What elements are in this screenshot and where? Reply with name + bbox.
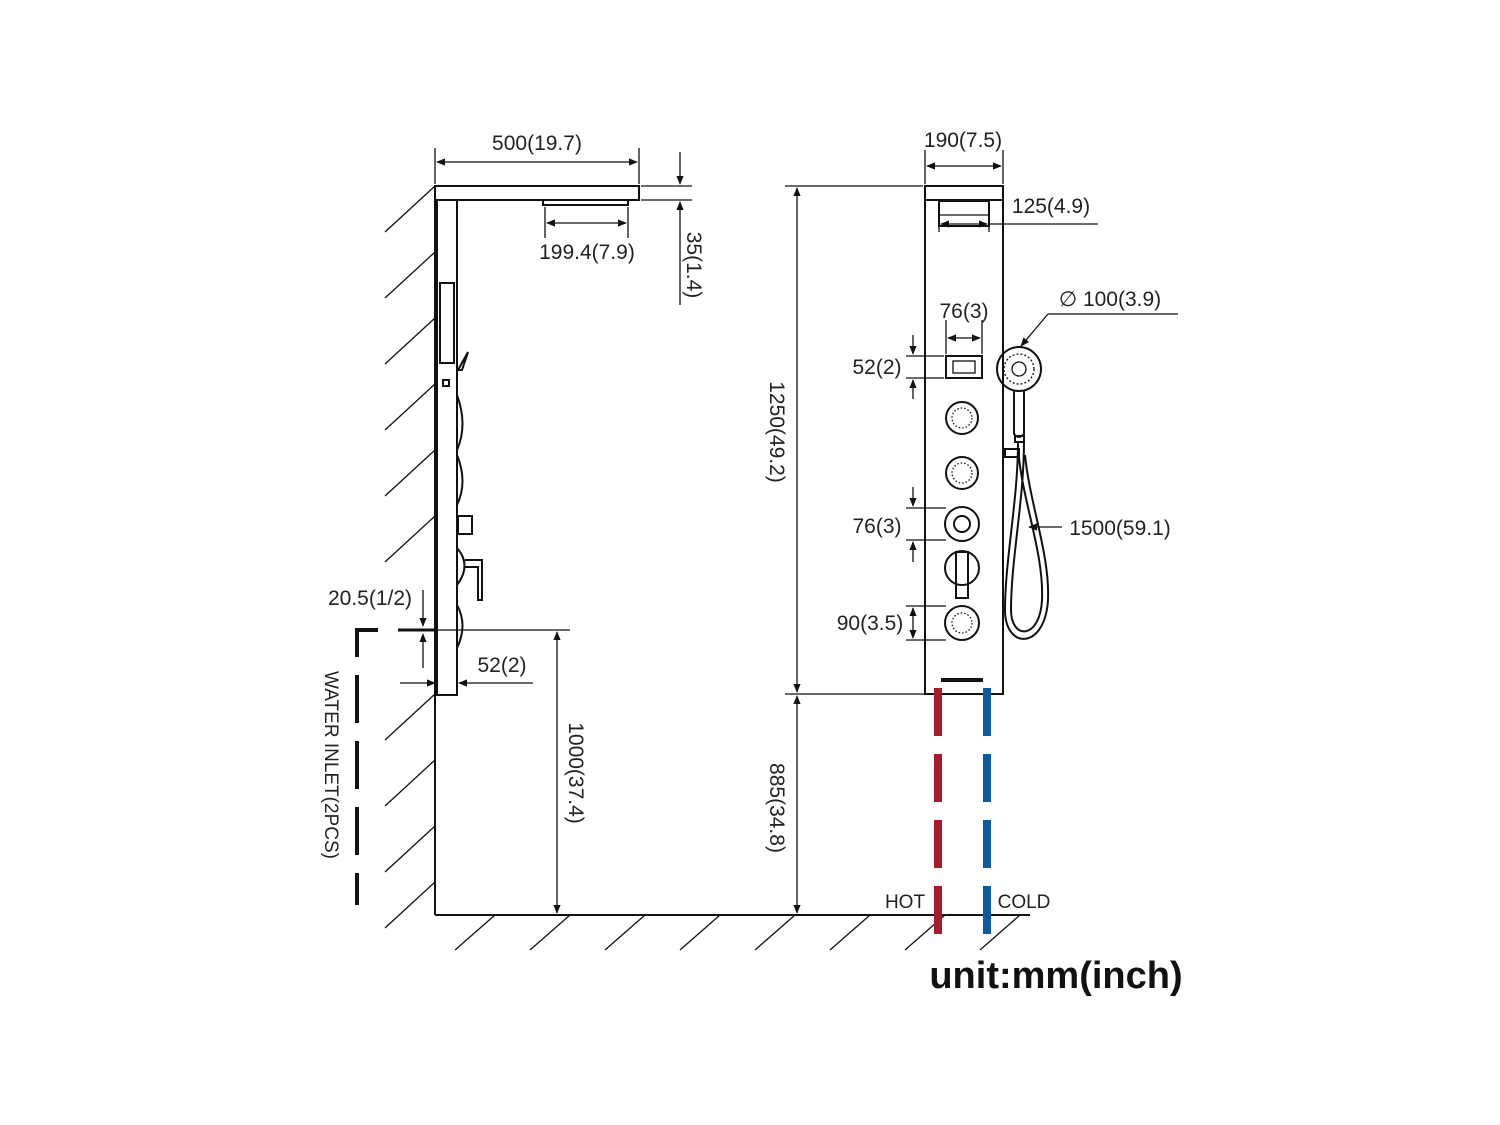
dim-handshower-diameter: ∅ 100(3.9) (1059, 288, 1161, 311)
hot-label: HOT (885, 892, 926, 913)
body-jet (945, 456, 979, 490)
wall-hatching (384, 185, 436, 929)
side-handshower (456, 351, 469, 371)
side-panel-body (436, 199, 458, 696)
dim-display-width: 76(3) (939, 300, 988, 323)
side-knob (457, 515, 473, 535)
dim-panel-height: 1250(49.2) (765, 381, 788, 483)
side-view: 500(19.7) 199.4(7.9) 35(1.4) 20.5(1/2) 5… (320, 132, 1030, 951)
front-panel-body (924, 185, 1004, 695)
dim-height-from-floor: 1000(37.4) (564, 722, 587, 824)
cold-label: COLD (998, 892, 1051, 913)
body-jet (945, 401, 979, 435)
side-display (439, 282, 455, 364)
dim-mount-height: 885(34.8) (765, 763, 788, 853)
dim-head-width: 199.4(7.9) (539, 241, 635, 264)
unit-note: unit:mm(inch) (929, 955, 1182, 997)
dim-display-height: 52(2) (852, 356, 901, 379)
side-button (442, 379, 450, 387)
bottom-outlet (941, 678, 983, 682)
rain-head-side (542, 200, 629, 206)
dim-head-thickness: 35(1.4) (682, 232, 705, 299)
front-view: 190(7.5) 125(4.9) 76(3) 52(2) 76(3) 90(3… (765, 129, 1178, 940)
side-top-arm (434, 185, 640, 201)
body-jet (944, 605, 980, 641)
water-inlet-label: WATER INLET(2PCS) (320, 671, 341, 859)
dim-panel-width: 190(7.5) (924, 129, 1002, 152)
dim-top-width: 500(19.7) (492, 132, 582, 155)
dim-rain-head-width: 125(4.9) (1012, 195, 1090, 218)
diverter-knob (944, 506, 980, 542)
shower-hose (1003, 441, 1050, 640)
side-jets (456, 394, 464, 506)
front-display (945, 355, 983, 379)
dim-inlet-offset: 20.5(1/2) (328, 587, 412, 610)
hand-shower (996, 346, 1042, 458)
mixer-lever (944, 550, 980, 599)
dim-panel-depth: 52(2) (477, 654, 526, 677)
floor-hatching (454, 914, 1021, 951)
side-lever (456, 547, 483, 601)
dim-knob-spacing: 76(3) (852, 515, 901, 538)
dim-jet-spacing: 90(3.5) (837, 612, 904, 635)
water-inlet-line (355, 628, 378, 905)
dim-hose-length: 1500(59.1) (1069, 517, 1171, 540)
side-bottom-jet (456, 604, 464, 649)
